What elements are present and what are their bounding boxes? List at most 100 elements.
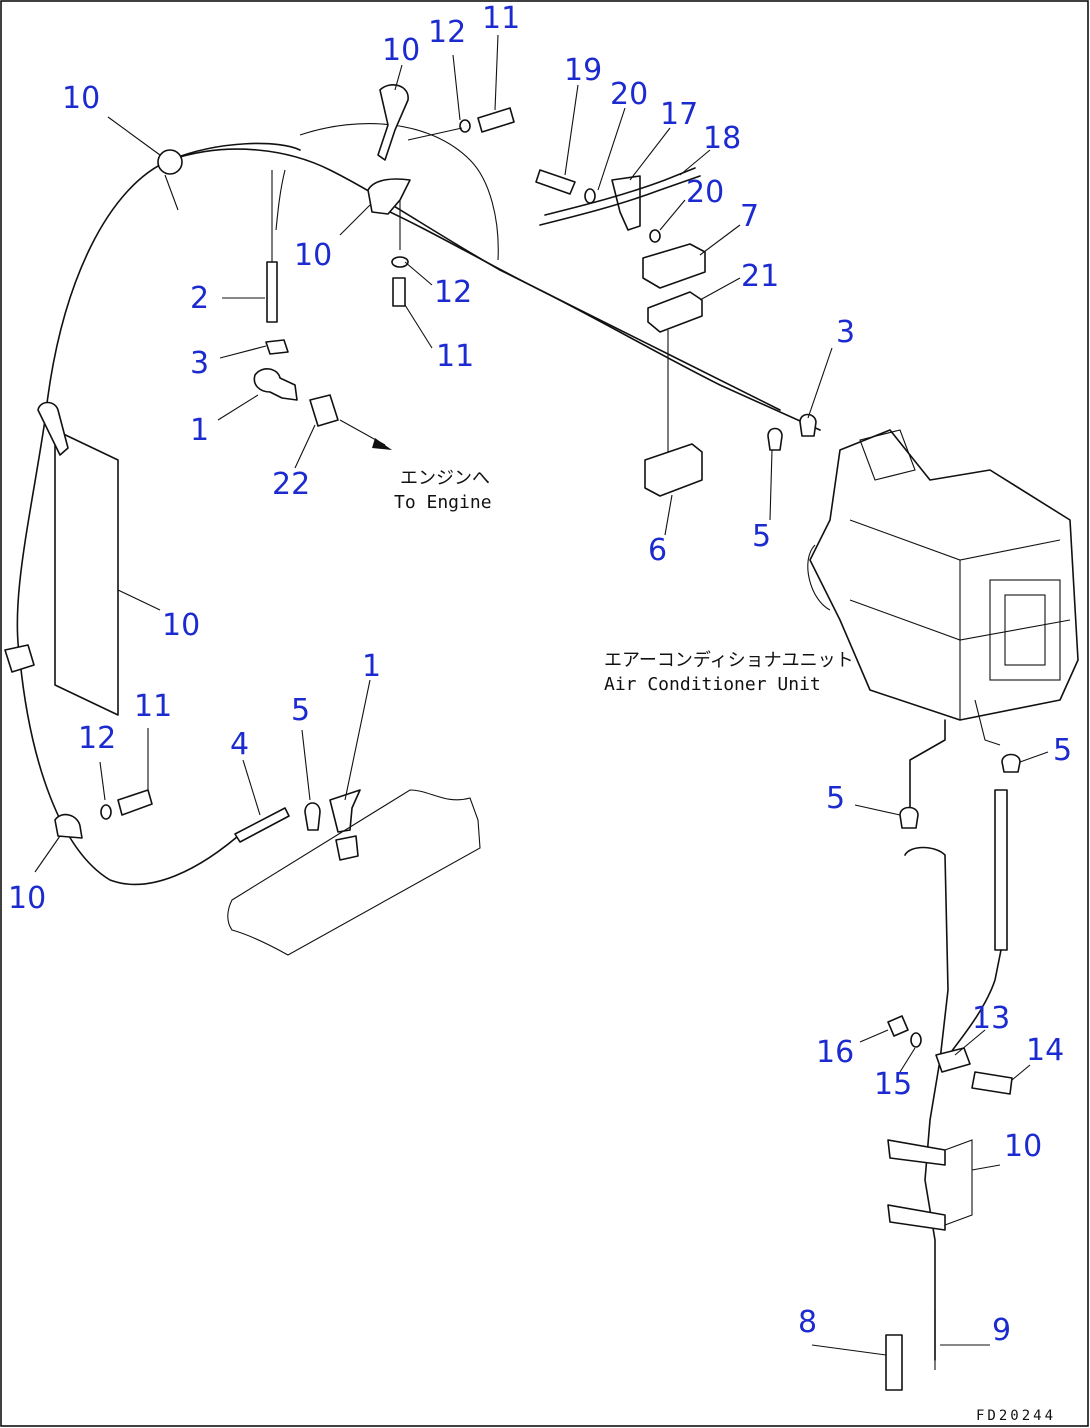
- callout-18: 18: [703, 121, 741, 156]
- fitting-1b: [329, 789, 361, 833]
- callout-15: 15: [874, 1067, 912, 1102]
- clamp-10-bottom: [54, 813, 83, 839]
- callout-13: 13: [972, 1001, 1010, 1036]
- callout-20: 20: [686, 175, 724, 210]
- callout-17: 17: [660, 97, 698, 132]
- tube-4: [234, 807, 290, 843]
- clamp-10-upper: [37, 401, 69, 456]
- bracket-6: [644, 443, 703, 497]
- callout-11: 11: [482, 1, 520, 36]
- nut-3: [265, 339, 289, 355]
- callout-5: 5: [826, 781, 845, 816]
- callout-22: 22: [272, 467, 310, 502]
- bracket-17: [611, 175, 641, 231]
- callout-21: 21: [741, 259, 779, 294]
- callout-5: 5: [752, 519, 771, 554]
- air-conditioner-unit: [807, 429, 1079, 746]
- hose-top: [169, 148, 781, 411]
- caption-unit-jp: エアーコンディショナユニット: [604, 650, 854, 671]
- callout-10: 10: [382, 33, 420, 68]
- callout-16: 16: [816, 1035, 854, 1070]
- oring-5d: [1001, 753, 1021, 773]
- caption-engine-jp: エンジンへ: [400, 468, 490, 489]
- washer-12c: [100, 804, 112, 820]
- washer-12a: [459, 119, 471, 133]
- callout-1: 1: [190, 413, 209, 448]
- tube-8: [885, 1334, 903, 1391]
- clamp-13: [935, 1047, 971, 1073]
- clamp-10-mid: [367, 178, 411, 215]
- callouts: 10 10 12 11 19 20 17 18 20 7 10 12 2 21 …: [8, 1, 1072, 1348]
- frame-member: [227, 789, 481, 956]
- callout-20: 20: [610, 77, 648, 112]
- callout-10: 10: [1004, 1129, 1042, 1164]
- caption-engine-en: To Engine: [394, 492, 492, 513]
- fitting-1: [253, 368, 298, 401]
- callout-10: 10: [8, 881, 46, 916]
- bolt-19: [535, 169, 576, 195]
- bolt-14: [971, 1071, 1013, 1095]
- oring-5b: [304, 802, 321, 831]
- washer-20a: [584, 188, 596, 204]
- hose-18: [539, 175, 701, 226]
- bolt-line-top: [407, 127, 463, 141]
- drawing-code: FD20244: [976, 1408, 1056, 1424]
- drawing-lines: [4, 84, 1079, 1391]
- callout-4: 4: [230, 727, 249, 762]
- callout-5: 5: [291, 693, 310, 728]
- oring-5c: [899, 806, 919, 829]
- callout-19: 19: [564, 53, 602, 88]
- oring-3b: [799, 413, 817, 437]
- callout-6: 6: [648, 533, 667, 568]
- callout-7: 7: [740, 199, 759, 234]
- outline-left: [275, 169, 286, 231]
- washer-20b: [649, 229, 661, 243]
- clamp-10-left-tail: [164, 174, 179, 211]
- callout-11: 11: [436, 339, 474, 374]
- callout-3: 3: [836, 315, 855, 350]
- clamp-10-lower-b: [887, 1204, 946, 1231]
- callout-12: 12: [428, 15, 466, 50]
- tube-2: [266, 261, 278, 323]
- clamp-10-top: [377, 84, 409, 161]
- nut-16: [887, 1015, 909, 1037]
- callout-3: 3: [190, 346, 209, 381]
- callout-10: 10: [62, 81, 100, 116]
- hose-top-2: [374, 204, 821, 431]
- callout-11: 11: [134, 689, 172, 724]
- to-engine-arrow: [372, 438, 392, 450]
- bracket-7: [642, 243, 706, 289]
- clamp-10-lower-a: [887, 1139, 946, 1166]
- washer-15: [910, 1032, 922, 1048]
- clamp-10-plate: [944, 1139, 973, 1226]
- drain-hose: [909, 719, 946, 816]
- outline-top: [299, 123, 499, 261]
- callout-10: 10: [294, 238, 332, 273]
- clamp-10-side: [4, 644, 35, 673]
- hose-18b: [544, 167, 696, 216]
- callout-2: 2: [190, 281, 209, 316]
- callout-12: 12: [434, 275, 472, 310]
- callout-9: 9: [992, 1313, 1011, 1348]
- leader-lines: [34, 34, 1049, 1356]
- bolt-11b: [392, 277, 406, 307]
- callout-5: 5: [1053, 733, 1072, 768]
- caption-unit-en: Air Conditioner Unit: [604, 674, 821, 695]
- connector-22: [309, 394, 339, 427]
- callout-1: 1: [362, 649, 381, 684]
- bracket-21: [647, 291, 703, 333]
- clamp-10-left: [157, 149, 183, 175]
- bolt-11c: [117, 789, 153, 816]
- hose-8: [904, 846, 949, 1361]
- washer-12b: [391, 256, 409, 268]
- tube-straight: [994, 789, 1008, 951]
- callout-14: 14: [1026, 1033, 1064, 1068]
- callout-12: 12: [78, 721, 116, 756]
- callout-10: 10: [162, 608, 200, 643]
- oring-5a: [767, 427, 783, 451]
- callout-8: 8: [798, 1305, 817, 1340]
- bolt-11a: [477, 107, 515, 133]
- plate-10: [54, 429, 119, 716]
